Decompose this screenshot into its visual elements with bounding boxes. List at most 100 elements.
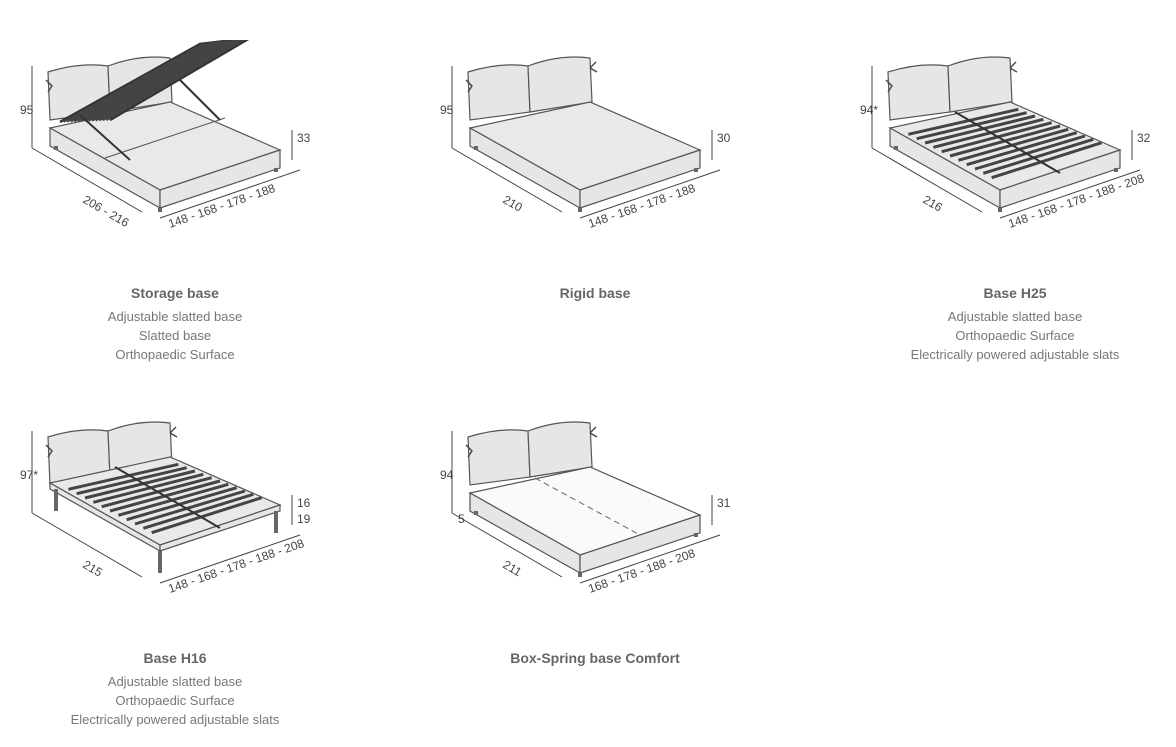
slat [134,489,246,526]
slat [142,492,254,530]
product-feature: Orthopaedic Surface [115,693,235,708]
bed-leg [158,551,162,573]
slat [66,42,208,123]
slat [991,141,1103,180]
product-title[interactable]: Storage base [131,285,219,301]
bed-leg [474,146,478,150]
bed-leg [54,489,58,511]
product-info: Box-Spring base Comfort [440,650,750,672]
height-dimension: 95 [440,103,454,117]
base-height-dimension: 30 [717,131,731,145]
tie-icon [1009,61,1018,73]
slat [68,462,179,491]
product-feature: Adjustable slatted base [107,309,243,324]
width-dimension: 148 - 168 - 178 - 188 - 208 [166,536,306,596]
slat [76,466,188,496]
base-front [999,149,1121,209]
product-feature: Electrically powered adjustable slats [910,347,1120,362]
product-title[interactable]: Base H25 [983,285,1047,301]
slat [916,111,1028,141]
slat [84,469,196,500]
slat [91,40,233,122]
width-dimension-line [579,534,721,584]
pillow-right [947,56,1013,113]
slat [151,496,263,535]
slat [92,472,204,504]
lift-arm [179,79,221,121]
pillow-left [467,429,531,486]
bed-leg [998,208,1002,212]
bed-leg [474,511,478,515]
tie-icon [169,426,178,438]
height-dimension: 95 [20,103,34,117]
gap-dimension: 5 [458,512,465,526]
slat [966,131,1078,167]
slat-divider [114,466,221,529]
tie-icon [589,426,598,438]
length-dimension: 210 [501,192,526,214]
slat [70,41,212,123]
base-height-dimension: 16 [297,496,311,510]
pillow-right [527,56,593,113]
length-dimension: 211 [501,557,525,579]
slat [908,107,1019,136]
height-dimension: 97* [20,468,38,482]
base-front [579,514,701,574]
base-height-dimension: 33 [297,131,311,145]
length-dimension-line [451,512,563,578]
length-dimension: 216 [921,192,946,214]
slat [982,137,1094,175]
slat [77,40,219,123]
slat [84,40,226,122]
slat [974,134,1086,171]
tie-icon [45,444,53,458]
width-dimension-line [159,534,301,584]
product-feature: Adjustable slatted base [107,674,243,689]
width-dimension-line [159,169,301,219]
base-height-dimension: 31 [717,496,731,510]
slat [63,42,205,123]
bed-leg [694,533,698,537]
tie-icon [885,79,893,93]
product-info: Rigid base [440,285,750,307]
lifted-slat-frame [59,40,250,124]
bed-leg [274,168,278,172]
product-feature: Adjustable slatted base [947,309,1083,324]
product-title[interactable]: Rigid base [559,285,631,301]
slat [73,41,215,123]
slat [95,40,237,122]
pillow-left [467,64,531,121]
product-title[interactable]: Base H16 [143,650,207,666]
base-front [159,149,281,209]
slat [932,117,1044,149]
bed-leg [274,511,278,533]
bed-leg [1114,168,1118,172]
length-dimension: 215 [81,557,106,579]
bed-leg [54,146,58,150]
slat [924,114,1036,145]
height-dimension: 94* [860,103,878,117]
lift-arm [79,114,131,161]
slat [105,40,246,122]
bed-leg [578,208,582,212]
product-feature: Electrically powered adjustable slats [70,712,280,727]
product-title[interactable]: Box-Spring base Comfort [510,650,680,666]
tie-icon [465,444,473,458]
slat [88,40,230,122]
length-dimension-line [31,512,143,578]
base-height-dimension: 32 [1137,131,1151,145]
tie-icon [465,79,473,93]
